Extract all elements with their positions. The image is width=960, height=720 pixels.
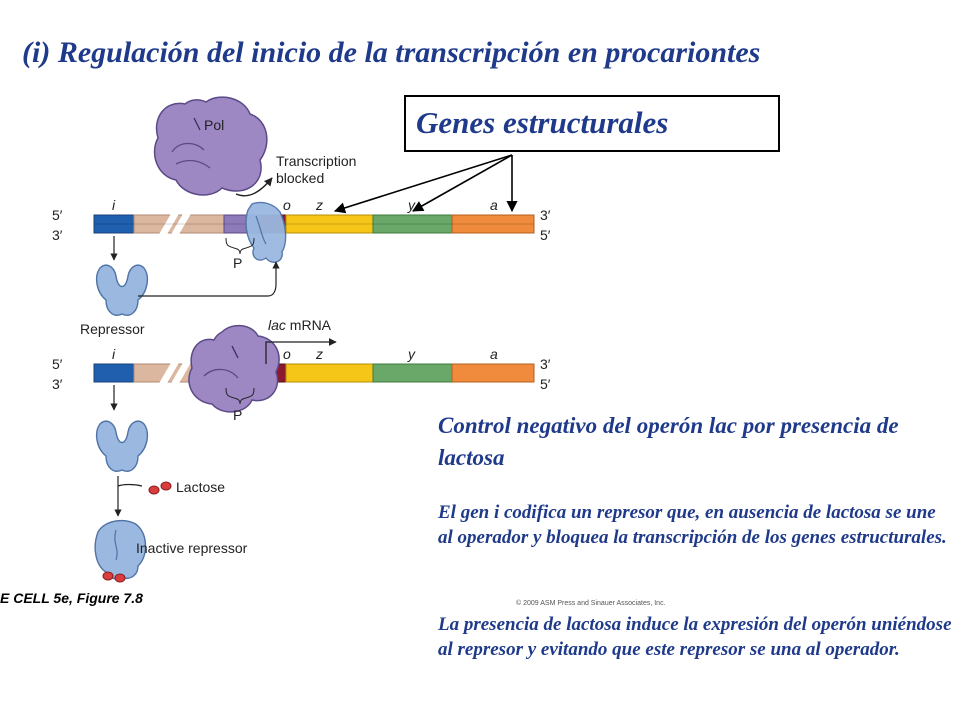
- figure-credit: E CELL 5e, Figure 7.8: [0, 590, 143, 606]
- repressor-label: Repressor: [80, 321, 145, 337]
- lac-mrna-suffix: mRNA: [286, 317, 332, 333]
- strand-5prime-right-top: 5′: [540, 227, 551, 243]
- repressor-bound-operator: [245, 201, 287, 263]
- strand-3prime-bottom: 3′: [52, 376, 63, 392]
- gene-label-o: o: [283, 197, 291, 213]
- blocked-arrow: [235, 177, 273, 197]
- genes-pointer-arrows: [333, 154, 518, 214]
- promoter-label-top: P: [233, 255, 242, 271]
- strand-5prime-right-bottom: 5′: [540, 376, 551, 392]
- paragraph-lactose: La presencia de lactosa induce la expres…: [438, 614, 952, 660]
- strand-3prime-right-bottom: 3′: [540, 356, 551, 372]
- promoter-label-bottom: P: [233, 407, 242, 423]
- gene-label-y: y: [407, 197, 416, 213]
- strand-3prime-top: 3′: [52, 227, 63, 243]
- gene-label-y-bottom: y: [407, 346, 416, 362]
- repressor-free: [95, 264, 149, 316]
- page-title: (i) Regulación del inicio de la transcri…: [22, 36, 761, 69]
- promoter-brace-bottom: [225, 387, 255, 405]
- structural-genes-box: Genes estructurales: [404, 95, 780, 152]
- transcription-blocked-line1: Transcription: [276, 153, 356, 169]
- transcription-blocked-line2: blocked: [276, 170, 324, 186]
- lactose-binding-lines: [117, 476, 143, 496]
- lactose-label: Lactose: [176, 479, 225, 495]
- copyright-notice: © 2009 ASM Press and Sinauer Associates,…: [516, 600, 666, 607]
- lactose-molecules: [148, 481, 172, 495]
- lac-mrna-prefix: lac: [268, 317, 286, 333]
- paragraph-repressor: El gen i codifica un represor que, en au…: [438, 502, 947, 548]
- dna-strand-top: [93, 212, 535, 236]
- rna-polymerase-top: Pol: [153, 96, 268, 196]
- pointer-arrow-y: [412, 154, 513, 212]
- gene-label-o-bottom: o: [283, 346, 291, 362]
- gene-a-segment: [451, 214, 535, 234]
- lac-mrna-label: lac mRNA: [268, 317, 332, 333]
- strand-5prime-bottom: 5′: [52, 356, 63, 372]
- dna-strand-bottom: [93, 361, 535, 385]
- strand-5prime-top: 5′: [52, 207, 63, 223]
- promoter-brace-top: [225, 237, 255, 255]
- gene-label-z: z: [315, 197, 323, 213]
- gene-label-a: a: [490, 197, 498, 213]
- inactive-repressor: [94, 519, 147, 583]
- gene-label-a-bottom: a: [490, 346, 498, 362]
- gene-label-i-bottom: i: [112, 346, 116, 362]
- gene-label-z-bottom: z: [315, 346, 323, 362]
- inactive-repressor-label: Inactive repressor: [136, 540, 248, 556]
- gene-label-i: i: [112, 197, 116, 213]
- rna-polymerase-bound: [188, 324, 280, 413]
- repressor-to-operator-arrow: [138, 261, 280, 297]
- structural-genes-label: Genes estructurales: [416, 105, 669, 140]
- control-title: Control negativo del operón lac por pres…: [438, 413, 899, 470]
- strand-3prime-right-top: 3′: [540, 207, 551, 223]
- pointer-arrow-z: [333, 154, 513, 214]
- pol-label: Pol: [204, 117, 224, 133]
- repressor-free-bottom: [95, 420, 149, 472]
- mrna-arrow: [265, 338, 337, 364]
